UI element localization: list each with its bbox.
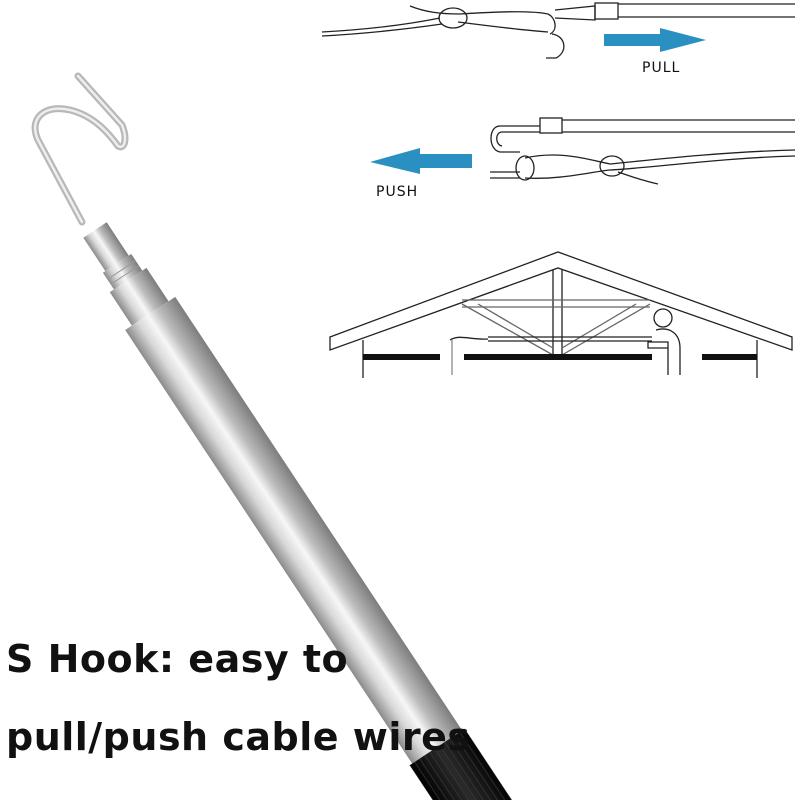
shaft-collar xyxy=(83,222,169,326)
pull-label: PULL xyxy=(642,60,681,76)
rubber-grip xyxy=(409,728,609,800)
ceiling-joist xyxy=(702,354,757,360)
pull-diagram xyxy=(321,2,795,59)
pull-arrow-icon xyxy=(604,28,706,52)
attic-diagram xyxy=(329,251,793,378)
caption-line-1: S Hook: easy to xyxy=(6,637,349,681)
push-arrow-icon xyxy=(370,148,472,174)
push-diagram xyxy=(490,117,796,185)
push-label: PUSH xyxy=(376,184,419,200)
ceiling-joist xyxy=(363,354,440,360)
caption-line-2: pull/push cable wires xyxy=(6,715,471,759)
steel-shaft xyxy=(125,296,463,764)
ceiling-joist xyxy=(464,354,652,360)
